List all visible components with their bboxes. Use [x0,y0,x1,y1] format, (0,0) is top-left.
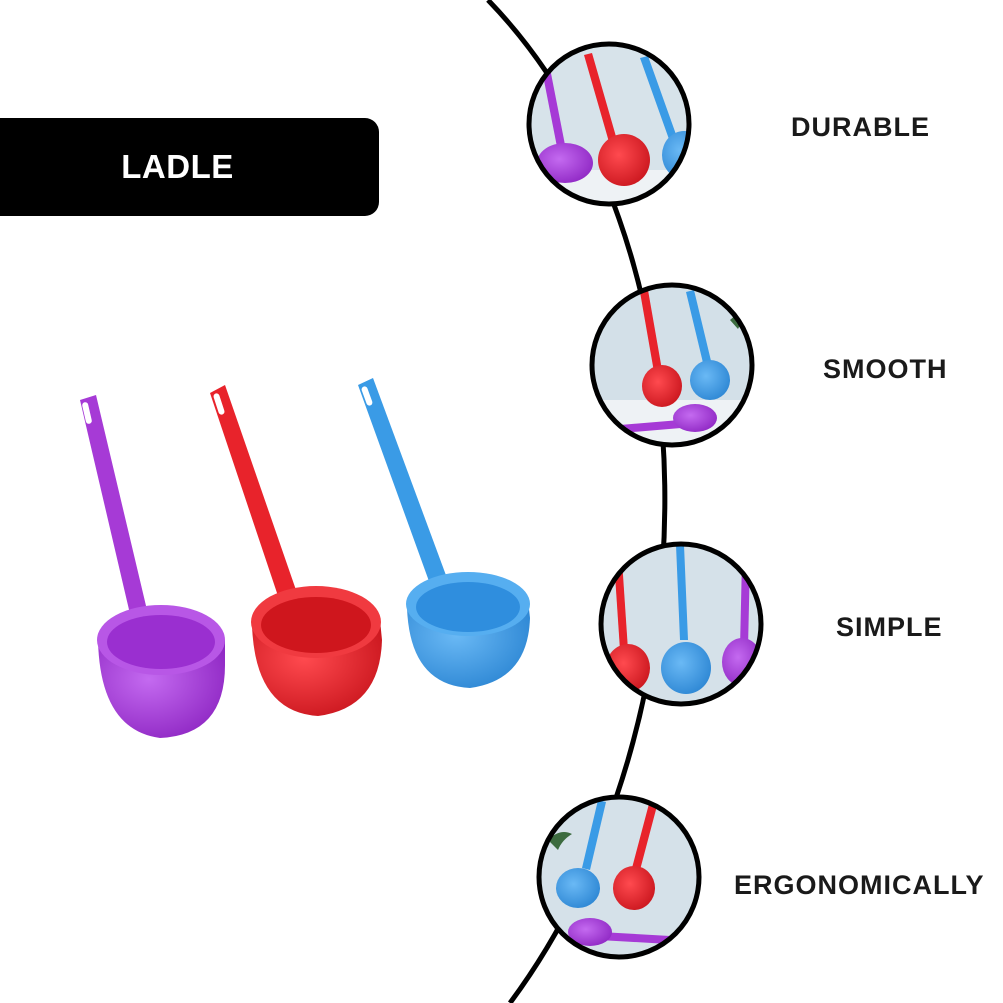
ladle-blue [358,378,530,688]
feature-photo-smooth [589,282,755,448]
feature-label-durable: DURABLE [791,112,930,142]
page-title: LADLE [121,148,234,185]
ladle-purple [80,395,225,738]
title-banner: LADLE [0,118,379,216]
feature-label-ergonomically: ERGONOMICALLY [734,870,985,900]
ladle-red [210,385,382,716]
feature-photo-durable [526,41,692,207]
feature-label-simple: SIMPLE [836,612,943,642]
feature-photo-simple [598,541,764,707]
feature-label-smooth: SMOOTH [823,354,948,384]
feature-photo-ergonomically [536,794,702,960]
